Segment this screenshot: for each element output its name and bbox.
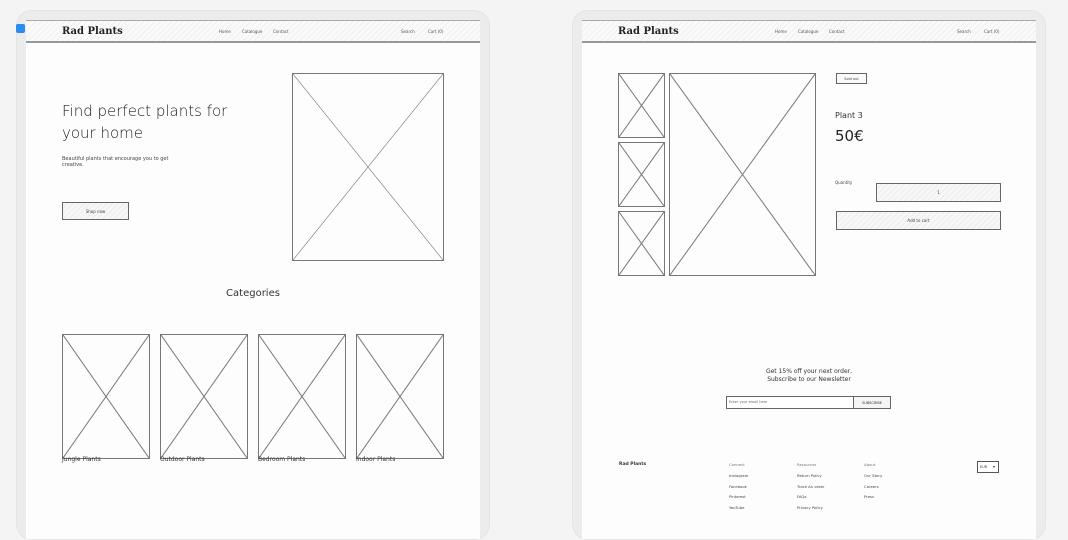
footer-link-press[interactable]: Press xyxy=(864,494,874,499)
sold-out-badge: Sold out xyxy=(836,73,867,84)
category-card-indoor[interactable] xyxy=(356,334,444,459)
top-nav: Rad Plants Home Catalogue Contact Search… xyxy=(582,20,1036,43)
nav-search[interactable]: Search xyxy=(957,29,971,34)
nav-contact[interactable]: Contact xyxy=(273,29,289,34)
footer-column-connect: Connect Instagram Facebook Pinterest You… xyxy=(729,462,748,515)
nav-contact[interactable]: Contact xyxy=(829,29,845,34)
footer-link-instagram[interactable]: Instagram xyxy=(729,473,749,478)
nav-cart[interactable]: Cart (0) xyxy=(984,29,1000,34)
main-product-image xyxy=(669,73,816,276)
footer-link-facebook[interactable]: Facebook xyxy=(729,483,747,489)
footer-link-privacy-policy[interactable]: Privacy Policy xyxy=(797,504,823,510)
nav-home[interactable]: Home xyxy=(775,29,787,34)
image-placeholder-icon xyxy=(259,335,345,458)
footer-column-resources: Resources Return Policy Track An order F… xyxy=(797,462,824,515)
shop-now-button[interactable]: Shop now xyxy=(62,202,129,220)
category-label-bedroom[interactable]: Bedroom Plants xyxy=(258,456,306,463)
nav-catalogue[interactable]: Catalogue xyxy=(798,29,819,34)
quantity-input[interactable]: 1 xyxy=(876,183,1001,202)
product-screen: Rad Plants Home Catalogue Contact Search… xyxy=(582,20,1036,539)
image-placeholder-icon xyxy=(619,143,664,206)
product-name: Plant 3 xyxy=(835,111,863,120)
footer-heading: Connect xyxy=(729,462,745,467)
category-card-bedroom[interactable] xyxy=(258,334,346,459)
hero-subtitle: Beautiful plants that encourage you to g… xyxy=(62,156,169,168)
product-page-frame: Rad Plants Home Catalogue Contact Search… xyxy=(572,10,1046,540)
nav-catalogue[interactable]: Catalogue xyxy=(242,29,263,34)
newsletter-text: Get 15% off your next order, Subscribe t… xyxy=(582,368,1036,384)
newsletter-line-2: Subscribe to our Newsletter xyxy=(767,376,851,383)
footer-heading: Resources xyxy=(797,462,817,467)
category-card-jungle[interactable] xyxy=(62,334,150,459)
image-placeholder-icon xyxy=(63,335,149,458)
thumbnail-2[interactable] xyxy=(618,142,665,207)
quantity-label: Quantity xyxy=(835,180,853,185)
footer-link-youtube[interactable]: YouTube xyxy=(729,504,745,510)
footer-link-our-story[interactable]: Our Story xyxy=(864,473,883,478)
category-label-jungle[interactable]: Jungle Plants xyxy=(62,456,101,463)
selection-badge[interactable] xyxy=(16,24,25,33)
subscribe-button[interactable]: SUBSCRIBE xyxy=(853,396,891,409)
currency-select[interactable]: EUR ▾ xyxy=(977,461,999,473)
brand-logo[interactable]: Rad Plants xyxy=(62,26,123,37)
thumbnail-3[interactable] xyxy=(618,211,665,276)
brand-logo[interactable]: Rad Plants xyxy=(618,26,679,37)
footer-link-return-policy[interactable]: Return Policy xyxy=(797,473,822,478)
home-page-frame: Rad Plants Home Catalogue Contact Search… xyxy=(16,10,490,540)
image-placeholder-icon xyxy=(670,74,815,275)
footer-link-pinterest[interactable]: Pinterest xyxy=(729,494,746,499)
thumbnail-1[interactable] xyxy=(618,73,665,138)
footer-link-track-order[interactable]: Track An order xyxy=(797,483,825,489)
footer-brand: Rad Plants xyxy=(619,462,647,467)
nav-cart[interactable]: Cart (0) xyxy=(428,29,444,34)
hero-image-placeholder xyxy=(292,73,444,261)
currency-value: EUR xyxy=(980,465,988,469)
footer-link-careers[interactable]: Careers xyxy=(864,483,879,489)
top-nav: Rad Plants Home Catalogue Contact Search… xyxy=(26,20,480,43)
category-label-indoor[interactable]: Indoor Plants xyxy=(356,456,396,463)
image-placeholder-icon xyxy=(619,212,664,275)
categories-title: Categories xyxy=(226,288,280,299)
footer-column-about: About Our Story Careers Press xyxy=(864,462,882,505)
image-placeholder-icon xyxy=(293,74,443,260)
category-label-outdoor[interactable]: Outdoor Plants xyxy=(160,456,205,463)
hero-title: Find perfect plants for your home xyxy=(62,102,228,142)
image-placeholder-icon xyxy=(619,74,664,137)
image-placeholder-icon xyxy=(161,335,247,458)
category-card-outdoor[interactable] xyxy=(160,334,248,459)
newsletter-line-1: Get 15% off your next order, xyxy=(765,368,853,375)
nav-home[interactable]: Home xyxy=(219,29,231,34)
image-placeholder-icon xyxy=(357,335,443,458)
add-to-cart-button[interactable]: Add to cart xyxy=(836,211,1001,230)
nav-search[interactable]: Search xyxy=(401,29,415,34)
email-input[interactable]: Enter your email here xyxy=(726,396,854,409)
footer-link-faqs[interactable]: FAQs xyxy=(797,494,807,499)
product-price: 50€ xyxy=(835,127,864,145)
footer-heading: About xyxy=(864,462,876,467)
chevron-down-icon: ▾ xyxy=(992,464,995,469)
home-screen: Rad Plants Home Catalogue Contact Search… xyxy=(26,20,480,539)
